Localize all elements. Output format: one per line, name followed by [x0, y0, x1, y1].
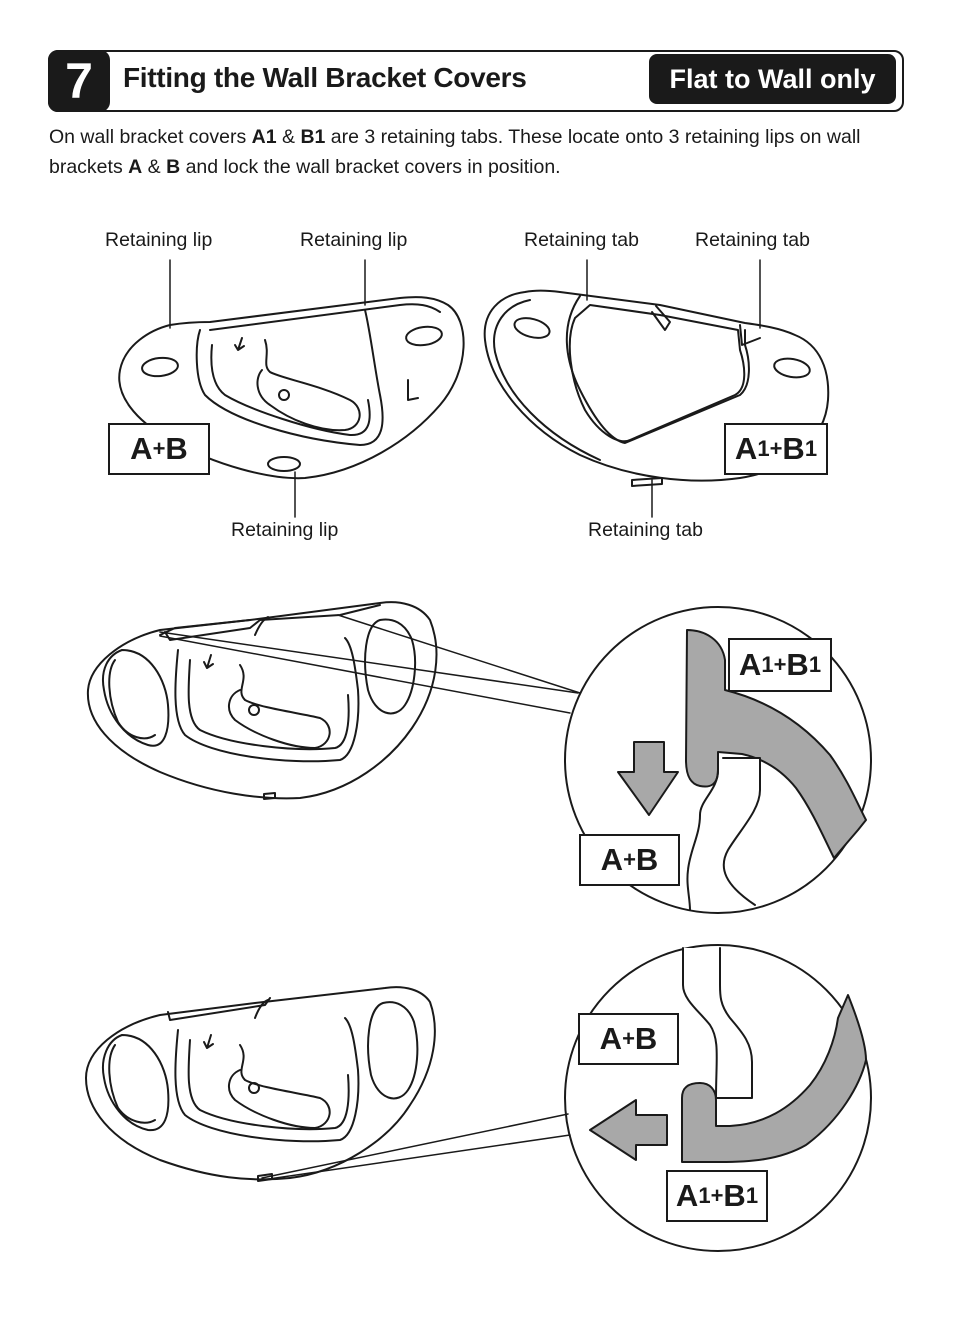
label-retaining-tab-bottom: Retaining tab — [588, 519, 703, 541]
bracket-lip-outline — [686, 757, 761, 911]
wall-bracket-top-view — [118, 296, 465, 480]
leader-lines-fig1 — [169, 259, 761, 518]
mounting-type-badge: Flat to Wall only — [649, 54, 896, 104]
cover-profile-grey-2 — [681, 994, 867, 1163]
label-retaining-tab-right: Retaining tab — [695, 229, 810, 251]
cover-alignment-view — [86, 601, 438, 800]
label-retaining-lip-left: Retaining lip — [105, 229, 213, 251]
part-code-ab-fig1: A+B — [108, 423, 210, 475]
step-header: 7 Fitting the Wall Bracket Covers Flat t… — [48, 50, 904, 112]
intro-text: On wall bracket covers A1 & B1 are 3 ret… — [49, 126, 861, 178]
page-title: Fitting the Wall Bracket Covers — [123, 62, 527, 93]
left-arrow — [589, 1099, 668, 1161]
cover-fitted-view — [85, 986, 436, 1182]
step-number: 7 — [48, 50, 110, 112]
bracket-lip-outline-2 — [682, 947, 753, 1099]
label-retaining-lip-top: Retaining lip — [300, 229, 408, 251]
magnifier-detail-2 — [261, 944, 872, 1252]
magnifier-detail-1 — [159, 606, 872, 914]
label-retaining-tab-left: Retaining tab — [524, 229, 639, 251]
cover-profile-grey — [685, 629, 867, 859]
label-retaining-lip-bottom: Retaining lip — [231, 519, 339, 541]
part-code-ab-fig2: A+B — [579, 834, 680, 886]
part-code-ab-fig3: A+B — [578, 1013, 679, 1065]
down-arrow — [617, 741, 679, 816]
